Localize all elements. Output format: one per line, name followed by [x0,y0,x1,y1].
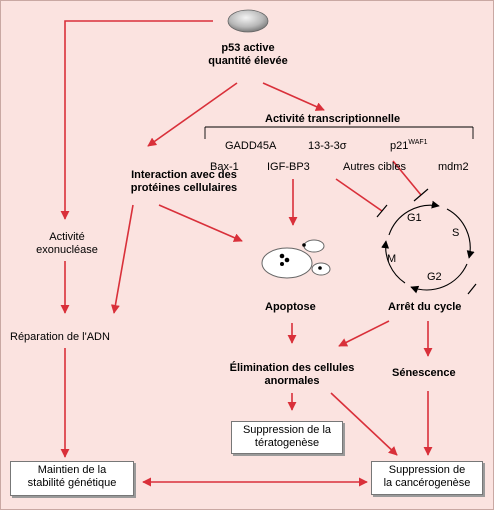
inhibition-bar-g1-left [376,204,388,218]
inhibition-arrows [335,160,422,212]
transcription-label: Activité transcriptionnelle [265,113,401,125]
inhibition-bar-g1-top [413,188,429,202]
p53-active-label: p53 active [221,42,275,54]
elimination-label-line1: Élimination des cellules [229,362,355,374]
target-p21-sup: WAF1 [408,139,428,146]
cancerogenese-line1: Suppression de [388,464,466,476]
exonuclease-label-line2: exonucléase [36,244,98,256]
target-13-3-3-sigma: 13-3-3σ [308,140,347,152]
transcription-bracket [204,126,474,139]
interaction-label-line1: Interaction avec des [131,169,237,181]
arrow-p21-inhibits-g1 [392,160,422,196]
target-autres-cibles: Autres cibles [343,161,406,173]
elimination-label-line2: anormales [264,375,320,387]
interaction-label-line2: protéines cellulaires [130,182,238,194]
target-mdm2: mdm2 [438,161,469,173]
target-p21-base: p21 [390,140,409,152]
arrow-arret-to-elimination [338,320,390,347]
arrow-p53-to-exonuclease [60,20,213,220]
p53-cell-icon [227,9,269,33]
exonuclease-label-line1: Activité [49,231,85,243]
arrow-interaction-to-reparation [110,204,134,314]
senescence-label: Sénescence [392,367,456,379]
cycle-m-label: M [387,253,397,265]
cycle-g2-label: G2 [427,271,442,283]
cycle-g1-label: G1 [407,212,422,224]
target-bax: Bax-1 [210,161,239,173]
arrow-p53-to-interaction [147,82,238,147]
teratogenese-line1: Suppression de la [242,424,332,436]
pathway-arrows [60,20,433,487]
apoptose-label: Apoptose [265,301,316,313]
cancerogenese-line2: la cancérogenèse [383,477,471,489]
reparation-adn-label: Réparation de l'ADN [10,331,110,343]
target-gadd45a: GADD45A [225,140,277,152]
arrow-elimination-to-cancerogenese [330,392,398,456]
maintien-line2: stabilité génétique [27,477,117,489]
teratogenese-line2: tératogenèse [254,437,320,449]
maintien-line1: Maintien de la [37,464,107,476]
target-p21: p21WAF1 [390,139,428,153]
apoptotic-cell-icon [261,239,331,279]
arrow-p53-to-transcription [262,82,325,111]
target-igfbp3: IGF-BP3 [267,161,310,173]
arret-du-cycle-label: Arrêt du cycle [388,301,462,313]
arrow-interaction-to-apoptose [158,204,243,242]
cycle-s-label: S [452,227,460,239]
cell-cycle-circle [381,200,475,294]
p53-quantity-label: quantité élevée [208,55,288,67]
teratogenese-box: Suppression de la tératogenèse [231,421,343,454]
maintien-box: Maintien de la stabilité génétique [10,461,134,496]
cancerogenese-box: Suppression de la cancérogenèse [371,461,483,495]
arrow-igfbp3-inhibits-g1 [335,178,383,212]
inhibition-bar-g2 [467,283,477,295]
